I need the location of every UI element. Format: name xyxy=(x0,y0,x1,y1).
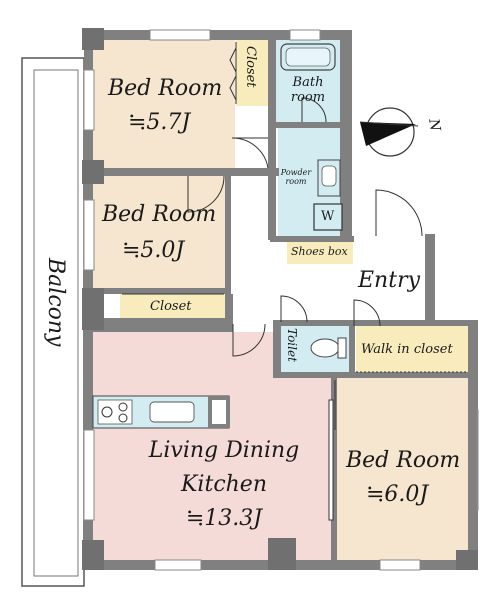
bath-label: Bath room xyxy=(290,75,326,105)
balcony-label: Balcony xyxy=(43,258,68,347)
bedroom-nw-size: ≒5.7J xyxy=(128,110,191,135)
bedroom-nw-name: Bed Room xyxy=(108,76,223,101)
pillars xyxy=(82,28,478,570)
closet-nw-floor xyxy=(236,40,268,106)
balcony-rail xyxy=(33,69,79,577)
sliding-door xyxy=(328,399,334,521)
burner-3 xyxy=(118,413,128,423)
washer-label: W xyxy=(321,209,335,224)
powder-room-label: Powder room xyxy=(280,168,312,187)
entry-label: Entry xyxy=(358,268,421,293)
walk-in-closet-floor xyxy=(356,326,468,372)
bedroom-se-name: Bed Room xyxy=(346,448,461,473)
bedroom-nw-floor xyxy=(93,40,235,168)
toilet-bowl xyxy=(310,338,340,358)
washer-space xyxy=(313,203,343,231)
north-label: N xyxy=(425,117,444,133)
bedroom-w-floor xyxy=(93,176,225,288)
closet-w-floor xyxy=(120,293,226,319)
burner-1 xyxy=(101,406,113,418)
bedroom-se-floor xyxy=(337,378,468,560)
ldk-name-line1: Living Dining xyxy=(148,438,300,463)
toilet-label: Toilet xyxy=(285,328,299,362)
stove xyxy=(97,399,133,425)
ldk-size: ≒13.3J xyxy=(185,506,263,531)
closet-door-marks xyxy=(122,42,466,373)
balcony xyxy=(21,57,85,587)
shoes-box-floor xyxy=(287,242,353,264)
walk-in-closet-label: Walk in closet xyxy=(361,342,453,357)
closet-nw-label: Closet xyxy=(243,46,258,88)
compass-needle xyxy=(360,122,416,146)
burner-2 xyxy=(118,402,128,412)
bedroom-se-size: ≒6.0J xyxy=(366,482,429,507)
outer-wall-north xyxy=(84,30,352,40)
ldk-name-line2: Kitchen xyxy=(181,472,267,497)
vanity-sink xyxy=(321,165,337,187)
windows xyxy=(83,29,479,571)
toilet-tank xyxy=(337,337,347,359)
kitchen-counter-end-inner xyxy=(212,400,226,424)
closet-w-label: Closet xyxy=(150,299,192,314)
bedroom-w-size: ≒5.0J xyxy=(122,238,185,263)
shoes-box-label: Shoes box xyxy=(291,245,348,258)
bedroom-w-name: Bed Room xyxy=(102,202,217,227)
door-swings xyxy=(187,97,423,430)
compass-axis xyxy=(359,121,419,127)
kitchen-sink xyxy=(149,401,195,423)
bathtub-inner xyxy=(285,47,331,67)
